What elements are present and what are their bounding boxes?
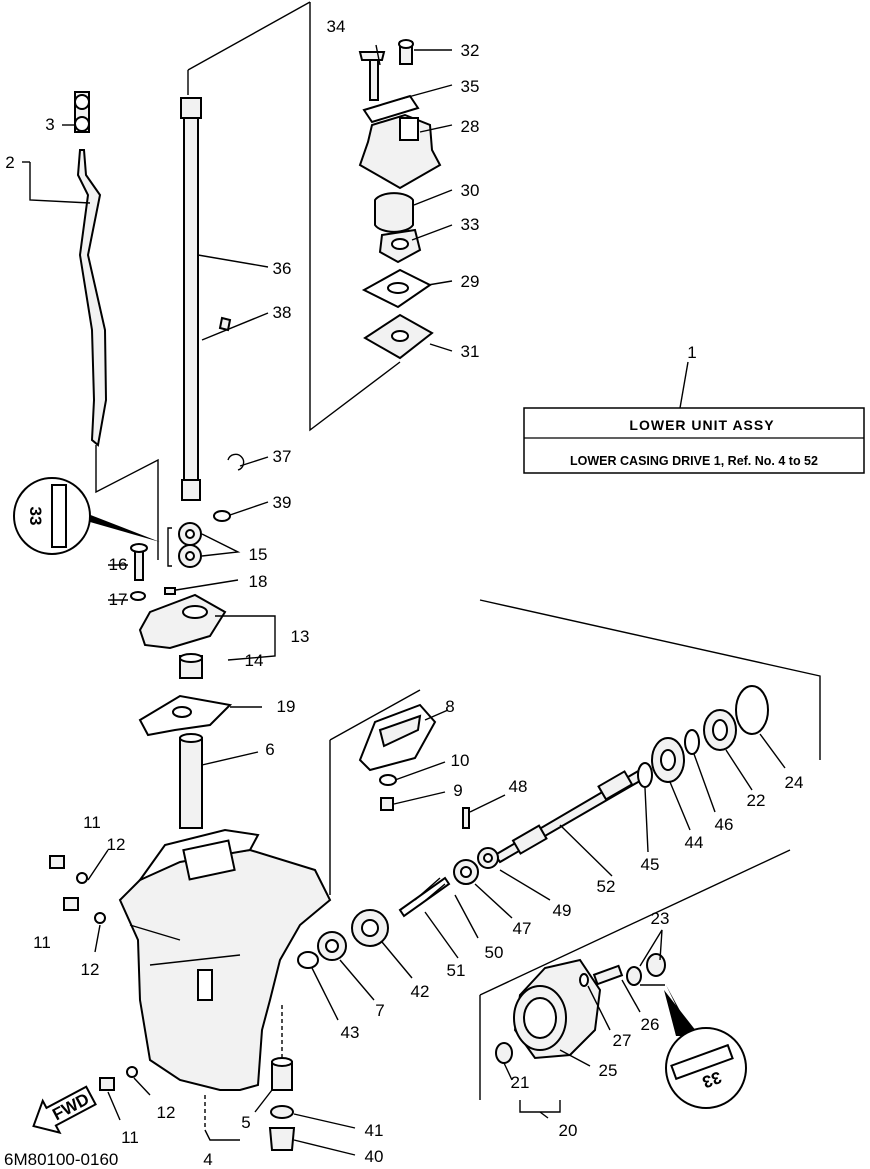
ref-label-28: 28 [461,117,480,136]
ref-label-34: 34 [327,17,346,36]
drain-group [254,1005,356,1156]
ref-label-4: 4 [203,1150,212,1169]
ref-label-51: 51 [447,961,466,980]
ref-label-3: 3 [45,115,54,134]
lower-casing [118,828,332,1141]
drive-tube [179,733,259,829]
propeller-housing-group [495,929,666,1119]
ref-label-33: 33 [461,215,480,234]
drive-shaft [180,97,269,522]
ref-label-13: 13 [291,627,310,646]
ref-label-44: 44 [685,833,704,852]
reference-labels: 3432352830332931363837391518161713141968… [5,17,803,1169]
assembly-box: LOWER UNIT ASSY LOWER CASING DRIVE 1, Re… [523,361,865,474]
ref-label-24: 24 [785,773,804,792]
ref-label-15: 15 [249,545,268,564]
ref-label-9: 9 [453,781,462,800]
ref-label-assembly: 1 [687,343,696,362]
ref-label-48: 48 [509,777,528,796]
diagram-id: 6M80100-0160 [4,1150,118,1169]
ref-label-12: 12 [81,960,100,979]
ref-label-35: 35 [461,77,480,96]
ref-label-18: 18 [249,572,268,591]
frame-lines [95,1,821,1100]
ref-label-17: 17 [109,590,128,609]
ref-label-47: 47 [513,919,532,938]
ref-label-32: 32 [461,41,480,60]
ref-label-41: 41 [365,1121,384,1140]
ref-label-5: 5 [241,1113,250,1132]
propeller-shaft-group [297,685,786,1021]
ref-label-46: 46 [715,815,734,834]
ref-label-7: 7 [375,1001,384,1020]
ref-label-21: 21 [511,1073,530,1092]
ref-label-52: 52 [597,877,616,896]
ref-label-2: 2 [5,153,14,172]
ref-label-37: 37 [273,447,292,466]
shift-rod [22,91,108,447]
ref-label-20: 20 [559,1121,578,1140]
ref-label-45: 45 [641,855,660,874]
assembly-title: LOWER UNIT ASSY [629,417,774,433]
ref-label-14: 14 [245,651,264,670]
assembly-subtitle: LOWER CASING DRIVE 1, Ref. No. 4 to 52 [570,454,818,468]
ref-label-49: 49 [553,901,572,920]
ref-label-42: 42 [411,982,430,1001]
ref-label-25: 25 [599,1061,618,1080]
ref-label-19: 19 [277,697,296,716]
sealant-callout-top: 33 [13,477,160,555]
sealant-callout-bottom: 33 [664,985,747,1109]
ref-label-40: 40 [365,1147,384,1166]
casing-bolts [49,849,151,1121]
ref-label-11: 11 [83,813,101,832]
ref-label-22: 22 [747,791,766,810]
ref-label-23: 23 [651,909,670,928]
bearing-housing-group [108,522,276,737]
ref-label-29: 29 [461,272,480,291]
ref-label-6: 6 [265,740,274,759]
ref-label-8: 8 [445,697,454,716]
ref-label-38: 38 [273,303,292,322]
ref-label-11: 11 [33,933,51,952]
ref-label-43: 43 [341,1023,360,1042]
ref-label-10: 10 [451,751,470,770]
ref-label-11: 11 [121,1128,139,1147]
ref-label-12: 12 [107,835,126,854]
ref-label-16: 16 [109,555,128,574]
ref-label-50: 50 [485,943,504,962]
ref-label-26: 26 [641,1015,660,1034]
ref-label-12: 12 [157,1103,176,1122]
water-pump-group [358,39,453,360]
ref-label-30: 30 [461,181,480,200]
ref-label-31: 31 [461,342,480,361]
fwd-arrow: FWD [32,1085,97,1135]
sealant-code-top: 33 [26,507,45,526]
ref-label-36: 36 [273,259,292,278]
ref-label-39: 39 [273,493,292,512]
shift-plate-group [358,703,449,811]
ref-label-27: 27 [613,1031,632,1050]
